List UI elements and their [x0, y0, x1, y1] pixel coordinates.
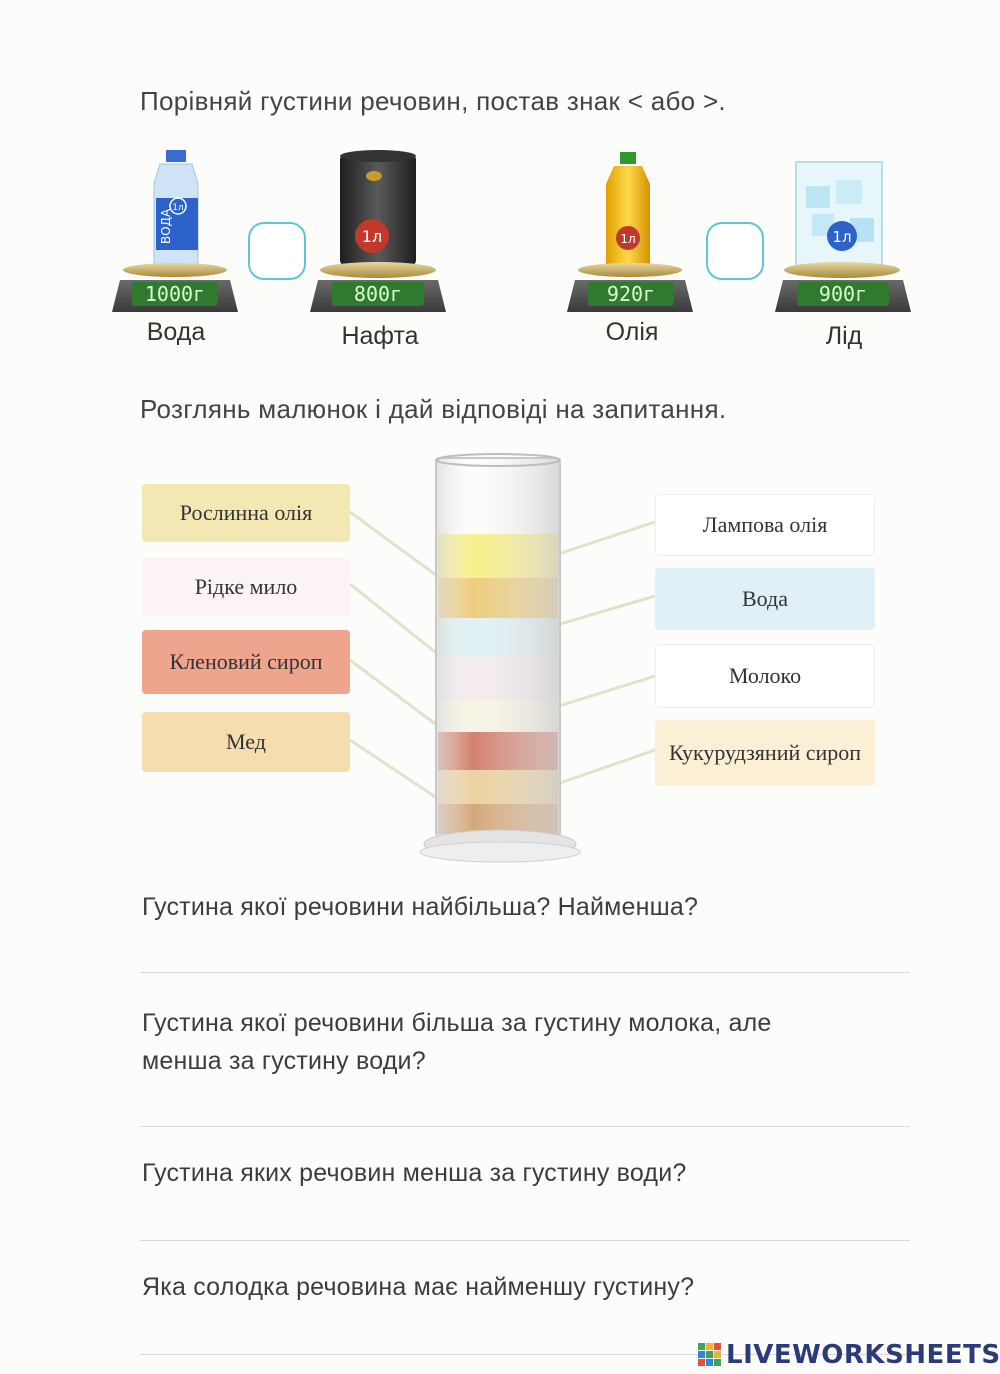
oil-barrel-icon: 1л: [340, 150, 416, 266]
task2-instruction: Розглянь малюнок і дай відповіді на запи…: [140, 394, 727, 424]
scale-3-icon: 920г: [567, 263, 693, 312]
scale-3-reading: 920г: [607, 282, 655, 306]
label-liquid-soap: Рідке мило: [142, 558, 350, 616]
density-column-illustration: [349, 453, 656, 863]
answer-input-4[interactable]: [140, 1326, 910, 1355]
ice-beaker-icon: 1л: [795, 161, 883, 269]
water-bottle-icon: 1л ВОДА: [153, 150, 199, 265]
brand-name: LIVEWORKSHEETS: [726, 1340, 1000, 1370]
label-vegetable-oil: Рослинна олія: [142, 484, 350, 542]
answer-input-3[interactable]: [140, 1212, 910, 1241]
scale-label-petroleum: Нафта: [341, 322, 419, 350]
scale-2-icon: 800г: [310, 262, 446, 312]
scale-2-reading: 800г: [354, 282, 402, 306]
compare-box-water-oil[interactable]: [248, 222, 306, 280]
liveworksheets-logo-icon: [698, 1343, 721, 1366]
question-1: Густина якої речовини найбільша? Найменш…: [142, 893, 699, 921]
liveworksheets-logo: LIVEWORKSHEETS: [698, 1340, 1000, 1370]
label-lamp-oil: Лампова олія: [655, 494, 875, 556]
scale-4-reading: 900г: [819, 282, 867, 306]
scale-label-ice: Лід: [825, 322, 863, 350]
label-honey: Мед: [142, 712, 350, 772]
scale-label-vegoil: Олія: [605, 318, 659, 346]
compare-box-vegoil-ice[interactable]: [706, 222, 764, 280]
label-maple-syrup: Кленовий сироп: [142, 630, 350, 694]
question-3: Густина яких речовин менша за густину во…: [142, 1159, 687, 1187]
scale-label-water: Вода: [146, 318, 206, 346]
question-4: Яка солодка речовина має найменшу густин…: [142, 1273, 695, 1301]
answer-input-1[interactable]: [140, 944, 910, 973]
label-corn-syrup: Кукурудзяний сироп: [655, 720, 875, 786]
scale-1-icon: 1000г: [112, 263, 238, 312]
svg-text:1л: 1л: [620, 232, 635, 246]
label-milk: Молоко: [655, 644, 875, 708]
svg-text:1л: 1л: [172, 203, 183, 213]
scale-1-reading: 1000г: [145, 282, 205, 306]
scale-4-icon: 900г: [775, 262, 911, 312]
label-water: Вода: [655, 568, 875, 630]
scales-illustration: 1л ВОДА 1000г 1л 800г 1л 920г: [112, 150, 911, 312]
question-2: Густина якої речовини більша за густину …: [142, 1009, 772, 1075]
svg-text:ВОДА: ВОДА: [159, 208, 173, 244]
svg-text:1л: 1л: [362, 227, 382, 246]
answer-input-2[interactable]: [140, 1098, 910, 1127]
oil-bottle-icon: 1л: [606, 152, 650, 266]
svg-text:1л: 1л: [832, 228, 851, 246]
task1-instruction: Порівняй густини речовин, постав знак < …: [140, 86, 726, 116]
